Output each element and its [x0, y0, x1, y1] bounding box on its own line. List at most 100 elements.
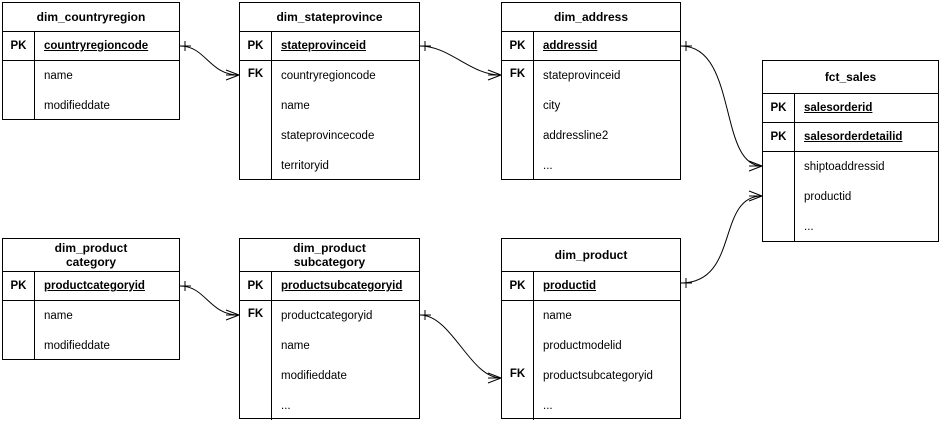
entity-title-line: dim_product: [293, 241, 366, 255]
attribute-list: productcategoryid name modifieddate...: [272, 301, 419, 420]
key-badge: FK: [247, 68, 264, 80]
key-badge: FK: [509, 68, 526, 80]
attribute-name: productsubcategoryid: [281, 280, 403, 292]
key-gutter: FK: [240, 301, 272, 420]
attribute-row-salesorderid[interactable]: PK salesorderid: [763, 94, 938, 123]
attribute-name[interactable]: stateprovincecode: [281, 130, 375, 142]
attribute-name[interactable]: productid: [804, 191, 852, 203]
key-gutter: FK: [502, 301, 534, 420]
attribute-name[interactable]: productcategoryid: [281, 310, 373, 322]
attribute-name: salesorderid: [804, 102, 873, 114]
cardinality-many-crowsfoot: [748, 190, 763, 202]
attribute-name[interactable]: name: [44, 310, 73, 322]
attribute-name[interactable]: addressline2: [543, 130, 609, 142]
relationship-productcategory-to-subcategory[interactable]: [179, 281, 240, 321]
relationship-subcategory-to-product[interactable]: [419, 310, 502, 384]
attribute-row-countryregioncode[interactable]: PK countryregioncode: [3, 32, 179, 61]
attribute-body: shiptoaddressid productid...: [763, 152, 938, 242]
attribute-name[interactable]: city: [543, 100, 561, 112]
key-badge: PK: [502, 32, 534, 60]
attribute-name: addressid: [543, 40, 598, 52]
attribute-name[interactable]: shiptoaddressid: [804, 161, 885, 173]
key-badge: PK: [763, 123, 795, 151]
entity-title-line: dim_stateprovince: [276, 10, 383, 24]
key-badge: FK: [509, 368, 526, 380]
key-badge: FK: [247, 308, 264, 320]
key-badge: PK: [502, 272, 534, 300]
attribute-row-productcategoryid[interactable]: PK productcategoryid: [3, 272, 179, 301]
attribute-name: productid: [543, 280, 597, 292]
attribute-name[interactable]: modifieddate: [44, 339, 110, 352]
entity-title-line: dim_address: [553, 10, 629, 24]
attribute-name[interactable]: name: [543, 310, 572, 322]
attribute-name[interactable]: modifieddate: [281, 370, 347, 382]
attribute-name[interactable]: name: [281, 340, 310, 352]
attribute-name: salesorderdetailid: [804, 131, 903, 143]
attribute-name[interactable]: stateprovinceid: [543, 70, 621, 82]
entity-title-line: fct_sales: [824, 70, 877, 84]
attribute-row-productsubcategoryid[interactable]: PK productsubcategoryid: [240, 272, 419, 301]
attribute-name[interactable]: productmodelid: [543, 340, 622, 352]
relationship-product-to-sales[interactable]: [680, 190, 763, 288]
attribute-name: stateprovinceid: [281, 40, 366, 52]
attribute-name[interactable]: productsubcategoryid: [543, 370, 653, 382]
attribute-name[interactable]: modifieddate: [44, 99, 110, 112]
attribute-name[interactable]: name: [44, 70, 73, 82]
attribute-name[interactable]: name: [281, 100, 310, 112]
attribute-row-stateprovinceid[interactable]: PK stateprovinceid: [240, 32, 419, 61]
connector-line: [680, 195, 763, 284]
key-badge: PK: [763, 94, 795, 122]
attribute-name[interactable]: ...: [543, 159, 553, 172]
entity-title-dim_address: dim_address: [502, 3, 680, 32]
key-gutter: [763, 152, 795, 242]
attribute-name[interactable]: ...: [281, 399, 291, 412]
key-badge: PK: [3, 32, 35, 60]
entity-title-line: category: [65, 255, 117, 269]
key-gutter: [3, 301, 35, 360]
attribute-name[interactable]: ...: [543, 399, 553, 412]
relationship-address-to-sales[interactable]: [680, 41, 763, 172]
key-badge: PK: [3, 272, 35, 300]
key-badge: PK: [240, 32, 272, 60]
attribute-name[interactable]: countryregioncode: [281, 70, 376, 82]
attribute-body: name modifieddate: [3, 301, 179, 360]
entity-title-dim_stateprovince: dim_stateprovince: [240, 3, 419, 32]
attribute-name: countryregioncode: [44, 40, 149, 52]
key-gutter: FK: [502, 61, 534, 180]
attribute-list: name modifieddate: [35, 61, 179, 120]
connector-line: [419, 314, 502, 379]
relationship-countryregion-to-stateprovince[interactable]: [179, 41, 240, 81]
connector-line: [179, 45, 240, 76]
attribute-row-addressid[interactable]: PK addressid: [502, 32, 680, 61]
entity-title-line: dim_product: [554, 248, 628, 262]
attribute-body: name modifieddate: [3, 61, 179, 120]
connector-line: [680, 45, 763, 167]
cardinality-many-crowsfoot: [225, 309, 240, 321]
cardinality-many-crowsfoot: [487, 372, 502, 384]
attribute-body: FK name productmodelid productsubcategoryid…: [502, 301, 680, 420]
relationship-stateprovince-to-address[interactable]: [419, 41, 502, 81]
cardinality-many-crowsfoot: [225, 69, 240, 81]
entity-title-line: subcategory: [293, 255, 366, 269]
attribute-name[interactable]: territoryid: [281, 159, 329, 172]
attribute-name: productcategoryid: [44, 280, 145, 292]
cardinality-many-crowsfoot: [487, 69, 502, 81]
attribute-row-salesorderdetailid[interactable]: PK salesorderdetailid: [763, 123, 938, 152]
attribute-list: shiptoaddressid productid...: [795, 152, 938, 242]
key-badge: PK: [240, 272, 272, 300]
attribute-name[interactable]: ...: [804, 221, 814, 233]
attribute-row-productid[interactable]: PK productid: [502, 272, 680, 301]
attribute-body: FK productcategoryid name modifieddate...: [240, 301, 419, 420]
cardinality-many-crowsfoot: [748, 160, 763, 172]
attribute-list: stateprovinceid city addressline2...: [534, 61, 680, 180]
